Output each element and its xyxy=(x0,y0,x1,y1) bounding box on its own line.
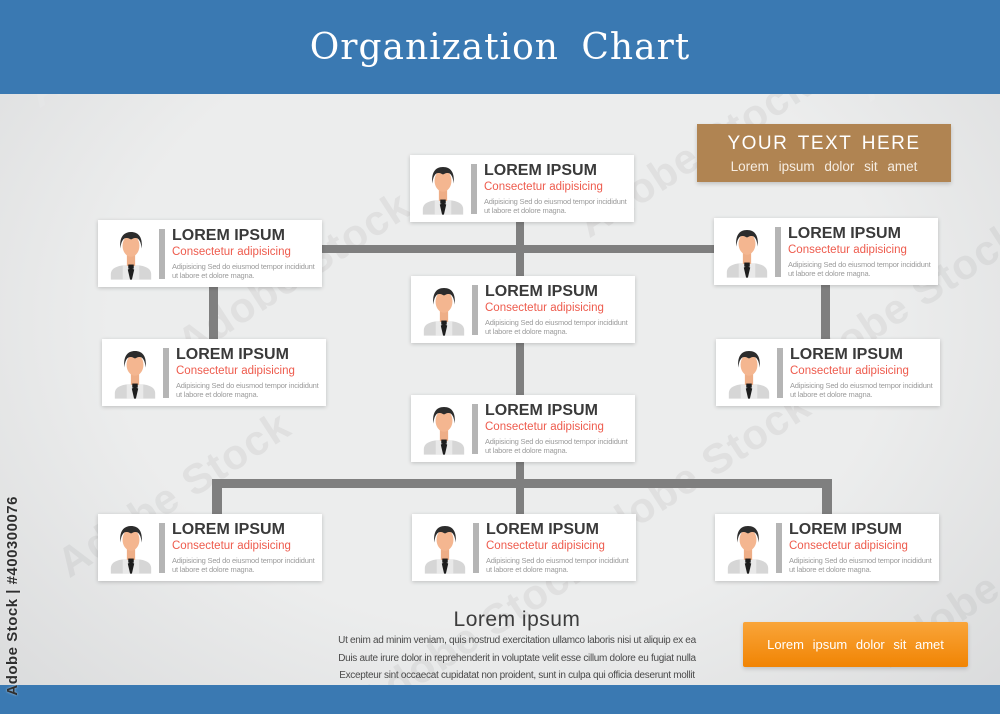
person-avatar-icon xyxy=(110,231,152,280)
card-subtitle: Consectetur adipisicing xyxy=(485,301,604,314)
card-body-line2: ut labore et dolore magna. xyxy=(486,565,569,574)
footer-heading: Lorem ipsum xyxy=(453,608,581,631)
org-card-right-sub: LOREM IPSUM Consectetur adipisicing Adip… xyxy=(716,339,940,406)
card-body-line2: ut labore et dolore magna. xyxy=(172,565,255,574)
cta-button[interactable]: Lorem ipsum dolor sit amet xyxy=(743,622,968,667)
card-subtitle: Consectetur adipisicing xyxy=(172,245,291,258)
card-divider xyxy=(472,284,478,335)
person-avatar-icon xyxy=(424,525,466,574)
org-card-left-sub: LOREM IPSUM Consectetur adipisicing Adip… xyxy=(102,339,326,406)
connector-horizontal-top xyxy=(318,245,718,253)
card-title: LOREM IPSUM xyxy=(172,520,285,538)
card-body-line1: Adipisicing Sed do eiusmod tempor incidi… xyxy=(485,436,628,446)
card-title: LOREM IPSUM xyxy=(485,401,598,419)
org-card-left: LOREM IPSUM Consectetur adipisicing Adip… xyxy=(98,220,322,287)
card-title: LOREM IPSUM xyxy=(172,226,285,244)
person-avatar-icon xyxy=(110,525,152,574)
org-card-bottom-left: LOREM IPSUM Consectetur adipisicing Adip… xyxy=(98,514,322,581)
stock-id-watermark: Adobe Stock | #400300076 xyxy=(4,496,21,696)
connector-vertical-right xyxy=(821,285,830,340)
card-body-line2: ut labore et dolore magna. xyxy=(485,327,568,336)
card-title: LOREM IPSUM xyxy=(788,224,901,242)
person-avatar-icon xyxy=(727,525,769,574)
card-title: LOREM IPSUM xyxy=(789,520,902,538)
card-body-line2: ut labore et dolore magna. xyxy=(788,269,871,278)
card-body-line1: Adipisicing Sed do eiusmod tempor incidi… xyxy=(172,261,315,271)
person-avatar-icon xyxy=(114,350,156,399)
card-subtitle: Consectetur adipisicing xyxy=(172,539,291,552)
person-avatar-icon xyxy=(728,350,770,399)
footer-line: Excepteur sint occaecat cupidatat non pr… xyxy=(339,670,695,681)
card-body-line2: ut labore et dolore magna. xyxy=(172,271,255,280)
org-card-ceo: LOREM IPSUM Consectetur adipisicing Adip… xyxy=(410,155,634,222)
connector-horizontal-bottom xyxy=(212,479,832,488)
card-title: LOREM IPSUM xyxy=(484,161,597,179)
page-title: Organization Chart xyxy=(309,26,691,68)
org-card-bottom-center: LOREM IPSUM Consectetur adipisicing Adip… xyxy=(412,514,636,581)
card-divider xyxy=(777,347,783,398)
card-subtitle: Consectetur adipisicing xyxy=(789,539,908,552)
card-divider xyxy=(471,163,477,214)
card-subtitle: Consectetur adipisicing xyxy=(486,539,605,552)
highlight-box: YOUR TEXT HERE Lorem ipsum dolor sit ame… xyxy=(697,124,951,182)
highlight-title: YOUR TEXT HERE xyxy=(727,132,921,154)
card-body-line2: ut labore et dolore magna. xyxy=(484,206,567,215)
card-body-line1: Adipisicing Sed do eiusmod tempor incidi… xyxy=(790,380,933,390)
card-body-line2: ut labore et dolore magna. xyxy=(176,390,259,399)
card-divider xyxy=(472,403,478,454)
card-subtitle: Consectetur adipisicing xyxy=(788,243,907,256)
card-body-line1: Adipisicing Sed do eiusmod tempor incidi… xyxy=(789,555,932,565)
card-body-line1: Adipisicing Sed do eiusmod tempor incidi… xyxy=(484,196,627,206)
card-body-line2: ut labore et dolore magna. xyxy=(790,390,873,399)
header-banner: Organization Chart xyxy=(0,0,1000,94)
org-card-bottom-right: LOREM IPSUM Consectetur adipisicing Adip… xyxy=(715,514,939,581)
card-body-line1: Adipisicing Sed do eiusmod tempor incidi… xyxy=(485,317,628,327)
card-divider xyxy=(776,522,782,573)
highlight-subtitle: Lorem ipsum dolor sit amet xyxy=(730,158,918,174)
card-subtitle: Consectetur adipisicing xyxy=(484,180,603,193)
card-body-line1: Adipisicing Sed do eiusmod tempor incidi… xyxy=(176,380,319,390)
person-avatar-icon xyxy=(423,287,465,336)
card-body-line1: Adipisicing Sed do eiusmod tempor incidi… xyxy=(788,259,931,269)
card-title: LOREM IPSUM xyxy=(176,345,289,363)
person-avatar-icon xyxy=(423,406,465,455)
footer-line: Duis aute irure dolor in reprehenderit i… xyxy=(338,652,696,664)
card-divider xyxy=(473,522,479,573)
card-title: LOREM IPSUM xyxy=(486,520,599,538)
card-title: LOREM IPSUM xyxy=(790,345,903,363)
connector-drop-bottom-right xyxy=(822,479,832,515)
card-divider xyxy=(159,228,165,279)
connector-vertical-mid1 xyxy=(516,343,524,396)
footer-bar xyxy=(0,685,1000,714)
card-subtitle: Consectetur adipisicing xyxy=(485,420,604,433)
footer-text-block: Lorem ipsum Ut enim ad minim veniam, qui… xyxy=(317,608,717,685)
card-divider xyxy=(163,347,169,398)
card-body-line2: ut labore et dolore magna. xyxy=(789,565,872,574)
person-avatar-icon xyxy=(422,166,464,215)
card-divider xyxy=(159,522,165,573)
card-body-line2: ut labore et dolore magna. xyxy=(485,446,568,455)
connector-vertical-mid2 xyxy=(516,462,524,515)
card-body-line1: Adipisicing Sed do eiusmod tempor incidi… xyxy=(172,555,315,565)
footer-line: Ut enim ad minim veniam, quis nostrud ex… xyxy=(338,635,696,646)
org-card-center-3: LOREM IPSUM Consectetur adipisicing Adip… xyxy=(411,395,635,462)
connector-drop-bottom-left xyxy=(212,479,222,515)
card-divider xyxy=(775,226,781,277)
org-card-right: LOREM IPSUM Consectetur adipisicing Adip… xyxy=(714,218,938,285)
person-avatar-icon xyxy=(726,229,768,278)
card-title: LOREM IPSUM xyxy=(485,282,598,300)
card-body-line1: Adipisicing Sed do eiusmod tempor incidi… xyxy=(486,555,629,565)
card-subtitle: Consectetur adipisicing xyxy=(790,364,909,377)
org-card-center-2: LOREM IPSUM Consectetur adipisicing Adip… xyxy=(411,276,635,343)
card-subtitle: Consectetur adipisicing xyxy=(176,364,295,377)
connector-vertical-left xyxy=(209,287,218,340)
